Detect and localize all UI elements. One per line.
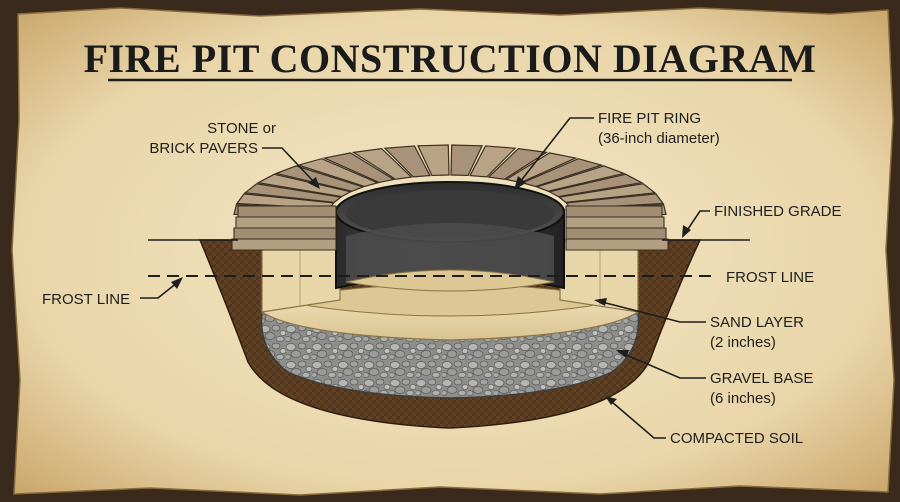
label-gravel-base-2: (6 inches) [710, 390, 776, 407]
arrow-stone-pavers [308, 177, 320, 189]
leader-gravel-base [623, 353, 706, 379]
paver-block [256, 173, 353, 198]
arrow-sand-layer [594, 298, 607, 306]
label-gravel-base-1: GRAVEL BASE [710, 370, 813, 387]
paver-block [565, 227, 667, 240]
paver-block [547, 173, 644, 198]
paver-block [487, 147, 549, 180]
paver-block [535, 165, 626, 192]
label-sand-layer-1: SAND LAYER [710, 314, 804, 331]
paver-block [565, 216, 665, 229]
paver-block [557, 183, 657, 203]
label-finished-grade: FINISHED GRADE [714, 203, 842, 220]
paver-block [351, 147, 413, 180]
leader-sand-layer [601, 301, 706, 323]
paver-block [235, 193, 335, 210]
label-stone-pavers-1: STONE or [207, 120, 276, 137]
paver-block [274, 165, 365, 192]
diagram-title: FIRE PIT CONSTRUCTION DIAGRAM [84, 36, 817, 81]
arrow-finished-grade [682, 225, 691, 238]
fire-pit-ring-inner-wall [346, 223, 554, 282]
stone-brick-pavers [231, 144, 669, 251]
paver-block [416, 144, 450, 177]
paver-block [296, 158, 380, 188]
fire-pit-ring-interior [346, 190, 554, 238]
paver-block [322, 152, 396, 184]
arrow-frost-line-left [171, 277, 183, 289]
paver-block [231, 238, 337, 251]
arrow-compacted-soil [605, 396, 617, 405]
label-compacted-soil: COMPACTED SOIL [670, 430, 803, 447]
label-frost-line-left: FROST LINE [42, 291, 130, 308]
paver-block [383, 145, 431, 178]
paver-block [565, 238, 669, 251]
paver-block [520, 158, 604, 188]
leader-stone-pavers [262, 147, 315, 183]
paver-block [565, 205, 663, 218]
label-fire-pit-ring-1: FIRE PIT RING [598, 110, 701, 127]
arrow-fire-pit-ring [514, 176, 526, 190]
paver-block [469, 145, 517, 178]
paver-block [243, 183, 343, 203]
label-frost-line-right: FROST LINE [726, 269, 814, 286]
label-fire-pit-ring-2: (36-inch diameter) [598, 130, 720, 147]
leader-compacted-soil [611, 401, 666, 439]
arrow-gravel-base [616, 350, 629, 358]
label-stone-pavers-2: BRICK PAVERS [149, 140, 258, 157]
paver-block [237, 205, 337, 218]
leader-finished-grade [685, 210, 710, 233]
leader-frost-line-left [140, 281, 179, 299]
leader-fire-pit-ring [519, 117, 594, 183]
paver-block [233, 227, 337, 240]
label-sand-layer-2: (2 inches) [710, 334, 776, 351]
paver-block [450, 144, 484, 177]
paver-block [235, 216, 337, 229]
